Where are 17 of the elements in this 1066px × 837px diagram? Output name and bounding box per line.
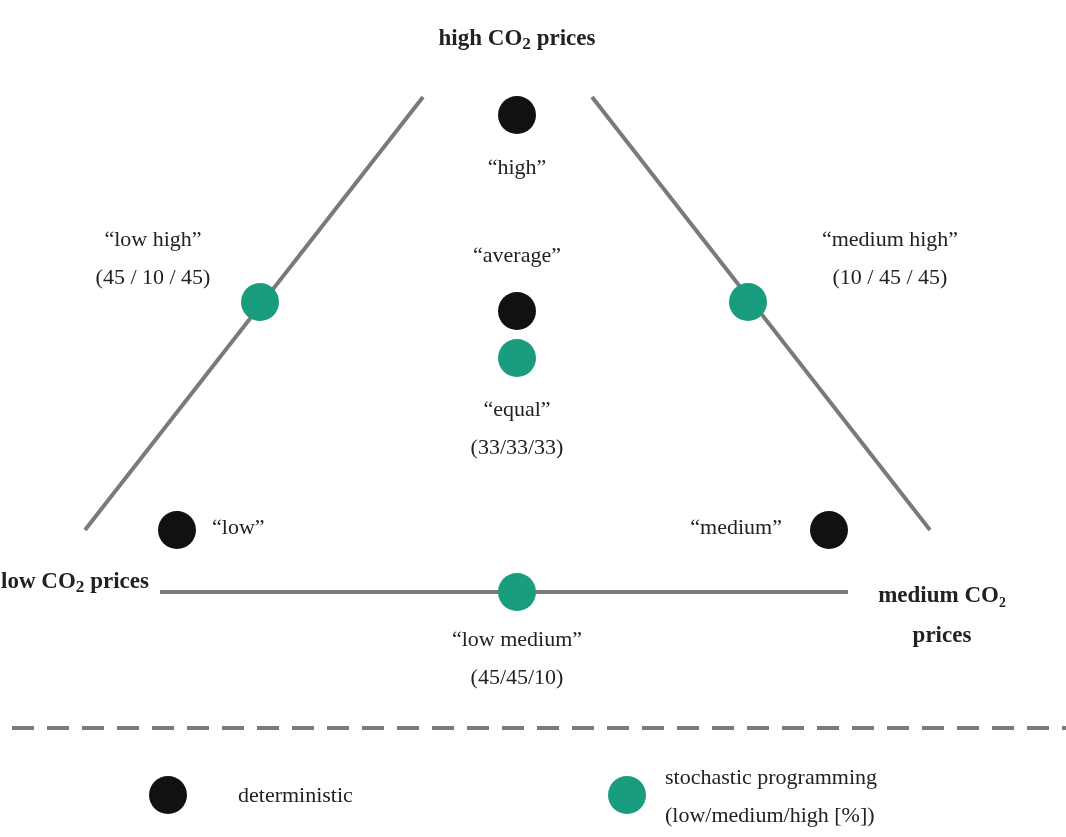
scenario-label: “equal” bbox=[483, 395, 551, 423]
scenario-label: “medium high” bbox=[821, 225, 959, 253]
corner-label: medium CO₂ prices bbox=[877, 581, 1007, 649]
corner-label: low CO$_{2}$ prices bbox=[0, 567, 150, 599]
scenario-label: (10 / 45 / 45) bbox=[832, 263, 948, 291]
scenario-label: (45/45/10) bbox=[470, 663, 564, 691]
scenario-label: “high” bbox=[487, 153, 547, 181]
scenario-label: “medium” bbox=[690, 513, 782, 541]
scenario-label: “average” bbox=[473, 241, 561, 269]
scenario-label: “low” bbox=[212, 513, 265, 541]
scenario-label: (33/33/33) bbox=[470, 433, 564, 461]
corner-label: high CO$_{2}$ prices bbox=[437, 24, 597, 56]
scenario-label: (45 / 10 / 45) bbox=[95, 263, 211, 291]
legend-text: stochastic programming (low/medium/high [%]) bbox=[665, 763, 878, 829]
legend-text: deterministic bbox=[238, 781, 354, 809]
scenario-label: “low medium” bbox=[451, 625, 583, 653]
scenario-label: “low high” bbox=[104, 225, 202, 253]
